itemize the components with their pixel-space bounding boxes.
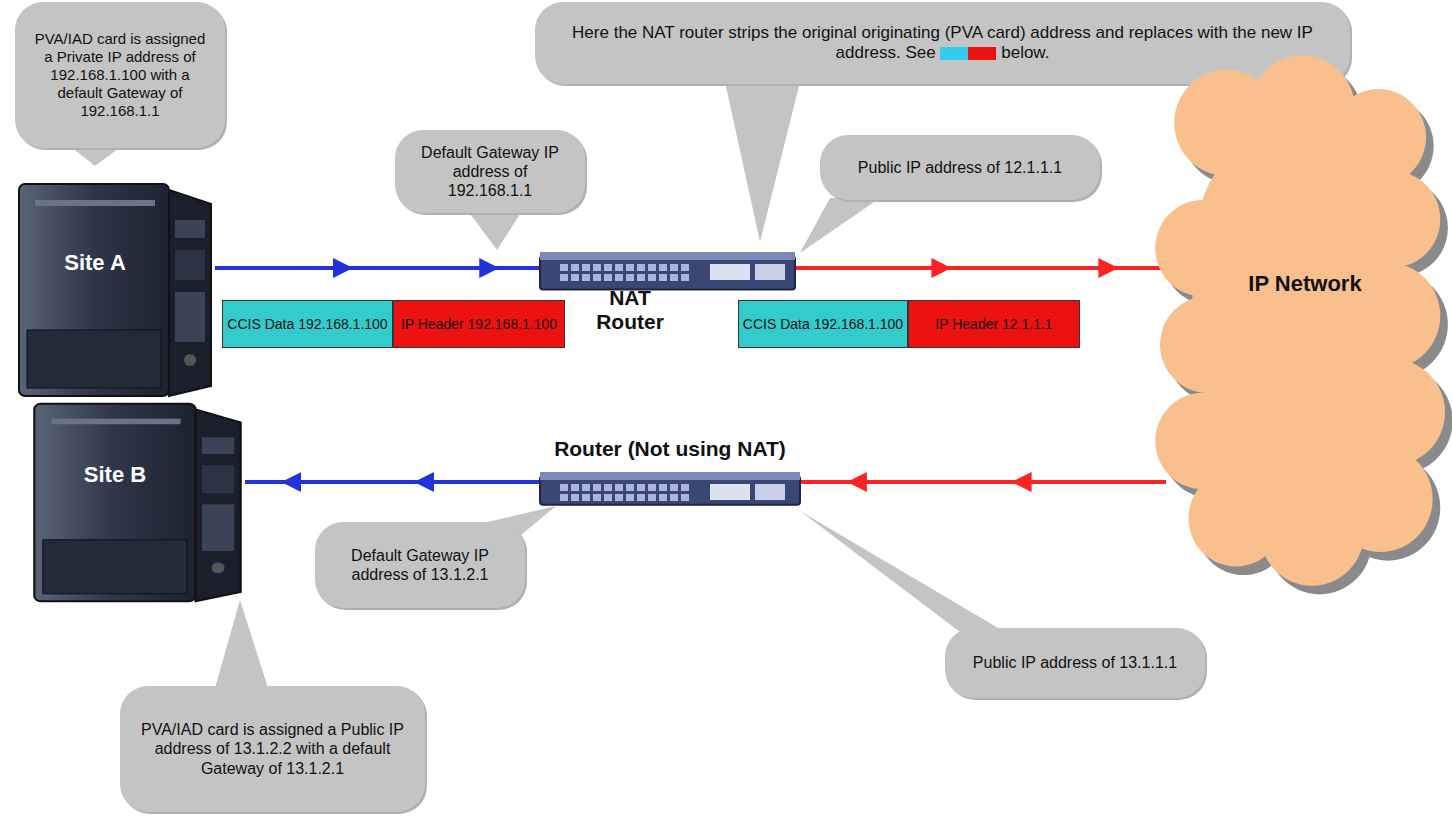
node-text: NAT Router bbox=[596, 286, 664, 333]
packet-field: CCIS Data 192.168.1.100 bbox=[222, 300, 393, 348]
node-text: CCIS Data 192.168.1.100 bbox=[227, 316, 387, 332]
text-block: IP Header 192.168.1.100 bbox=[401, 316, 557, 333]
text-block: Site A bbox=[45, 250, 145, 276]
callout-bubble: PVA/IAD card is assigned a Public IP add… bbox=[120, 686, 425, 812]
callout-tail bbox=[215, 600, 268, 688]
callout-bubble: Default Gateway IP address of 192.168.1.… bbox=[395, 130, 585, 213]
text-block: PVA/IAD card is assigned a Public IP add… bbox=[134, 720, 411, 778]
text-block: Here the NAT router strips the original … bbox=[549, 23, 1336, 64]
text-block: IP Network bbox=[1225, 270, 1385, 299]
node-text: Public IP address of 13.1.1.1 bbox=[973, 654, 1177, 671]
pbx-cabinet: Site A bbox=[15, 180, 215, 400]
node-text: IP Network bbox=[1248, 271, 1361, 296]
router-outline bbox=[540, 252, 795, 294]
node-text: Default Gateway IP address of 13.1.2.1 bbox=[351, 547, 489, 583]
node-text: Router (Not using NAT) bbox=[554, 437, 786, 460]
node-text: PVA/IAD card is assigned a Public IP add… bbox=[141, 721, 404, 776]
text-block: IP Header 12.1.1.1 bbox=[935, 316, 1052, 333]
color-swatch bbox=[968, 47, 996, 60]
callout-bubble: PVA/IAD card is assigned a Private IP ad… bbox=[15, 2, 225, 148]
router-outline bbox=[540, 472, 800, 508]
node-text: Site A bbox=[64, 250, 126, 275]
node-text: below. bbox=[1001, 43, 1049, 62]
node-text: Site B bbox=[84, 462, 146, 487]
color-swatch bbox=[940, 47, 968, 60]
link-arrow bbox=[245, 480, 540, 484]
text-block: CCIS Data 192.168.1.100 bbox=[743, 316, 903, 333]
callout-tail bbox=[468, 211, 522, 250]
text-block: Router (Not using NAT) bbox=[510, 436, 830, 461]
node-text: CCIS Data 192.168.1.100 bbox=[743, 316, 903, 332]
callout-tail bbox=[800, 511, 1005, 632]
cloud-outline bbox=[1160, 65, 1445, 605]
router-device: Router (Not using NAT) bbox=[540, 472, 800, 508]
network-cloud: IP Network bbox=[1160, 65, 1445, 605]
node-text: Default Gateway IP address of 192.168.1.… bbox=[421, 144, 559, 199]
callout-tail bbox=[725, 82, 800, 242]
pbx-cabinet: Site B bbox=[30, 400, 245, 605]
node-text: Public IP address of 12.1.1.1 bbox=[858, 159, 1062, 176]
callout-bubble: Default Gateway IP address of 13.1.2.1 bbox=[315, 522, 525, 608]
text-block: CCIS Data 192.168.1.100 bbox=[227, 316, 387, 333]
packet-field: CCIS Data 192.168.1.100 bbox=[738, 300, 908, 348]
link-arrow bbox=[800, 480, 1166, 484]
callout-tail bbox=[70, 146, 122, 166]
cabinet-outline bbox=[30, 400, 245, 605]
link-arrow bbox=[795, 266, 1166, 270]
callout-bubble: Public IP address of 13.1.1.1 bbox=[945, 628, 1205, 698]
packet-field: IP Header 192.168.1.100 bbox=[393, 300, 565, 348]
text-block: Default Gateway IP address of 192.168.1.… bbox=[409, 143, 571, 201]
node-text: PVA/IAD card is assigned a Private IP ad… bbox=[35, 30, 206, 119]
link-arrow bbox=[215, 266, 540, 270]
text-block: Site B bbox=[65, 462, 165, 488]
router-device: NAT Router bbox=[540, 252, 795, 294]
callout-bubble: Public IP address of 12.1.1.1 bbox=[820, 135, 1100, 200]
text-block: PVA/IAD card is assigned a Private IP ad… bbox=[29, 30, 211, 120]
text-block: NAT Router bbox=[580, 286, 680, 334]
callout-tail bbox=[800, 198, 880, 253]
text-block: Default Gateway IP address of 13.1.2.1 bbox=[329, 546, 511, 584]
node-text: IP Header 12.1.1.1 bbox=[935, 316, 1052, 332]
text-block: Public IP address of 12.1.1.1 bbox=[858, 158, 1062, 177]
text-block: Public IP address of 13.1.1.1 bbox=[973, 653, 1177, 672]
cabinet-outline bbox=[15, 180, 215, 400]
packet-field: IP Header 12.1.1.1 bbox=[908, 300, 1080, 348]
node-text: IP Header 192.168.1.100 bbox=[401, 316, 557, 332]
